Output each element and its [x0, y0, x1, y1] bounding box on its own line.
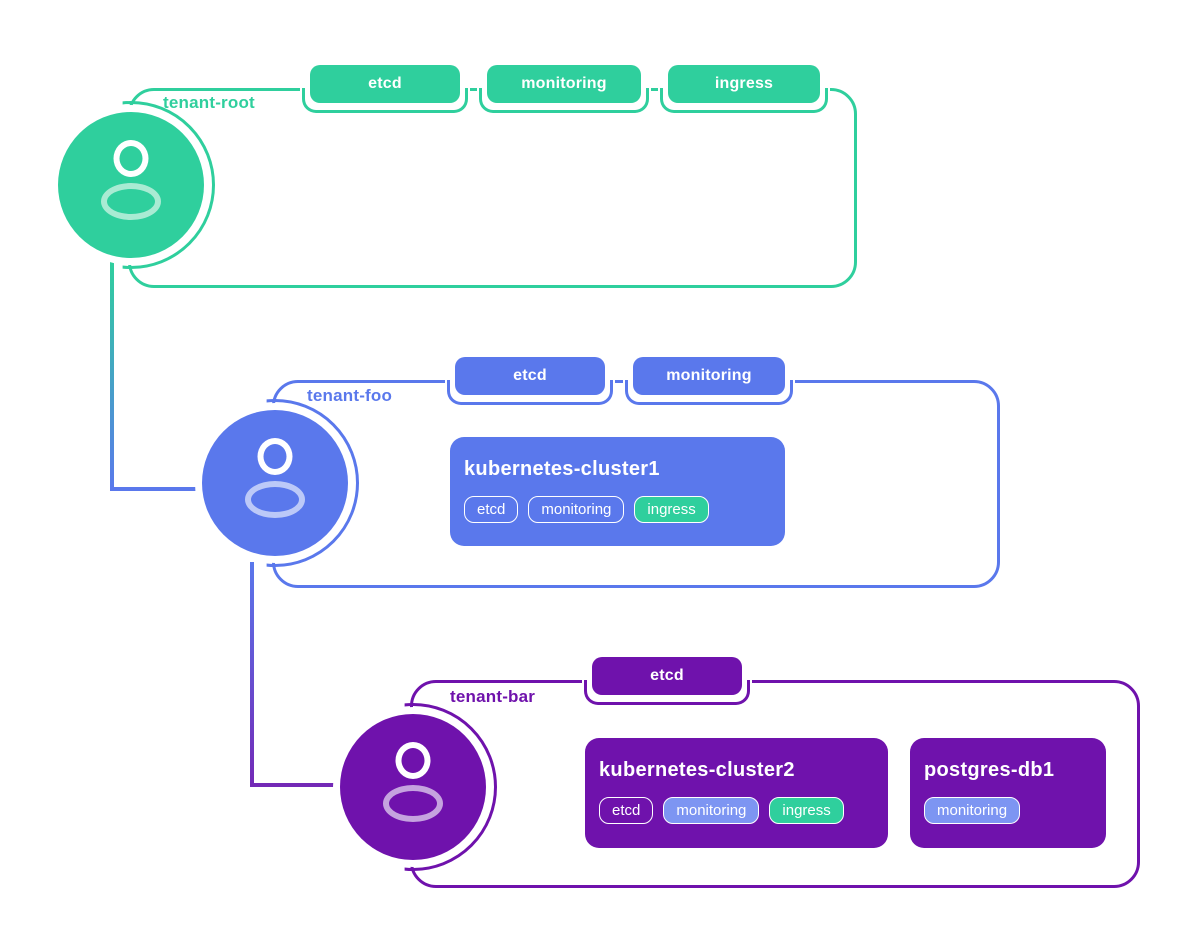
resource-tag-ingress: ingress — [634, 496, 709, 523]
resource-card-postgres-db1: postgres-db1 monitoring — [910, 738, 1106, 848]
tenant-root-user-icon — [58, 112, 204, 258]
tag-pocket — [625, 380, 793, 405]
tenant-bar-user-icon — [340, 714, 486, 860]
resource-title: kubernetes-cluster2 — [599, 759, 795, 781]
namespace-tag-monitoring: monitoring — [487, 65, 641, 103]
user-icon-head — [395, 742, 431, 779]
resource-title: kubernetes-cluster1 — [464, 458, 660, 480]
tenant-root-box — [128, 88, 857, 288]
resource-tag-monitoring: monitoring — [528, 496, 625, 523]
resource-tag-ingress: ingress — [769, 797, 844, 824]
resource-tag-monitoring: monitoring — [663, 797, 760, 824]
user-icon-head — [257, 438, 293, 475]
tag-pocket — [584, 680, 750, 705]
resource-tag-etcd: etcd — [464, 496, 519, 523]
tag-pocket — [302, 88, 468, 113]
resource-card-kubernetes-cluster2: kubernetes-cluster2 etcd monitoring ingr… — [585, 738, 888, 848]
namespace-tag-etcd: etcd — [310, 65, 460, 103]
tenant-root-label: tenant-root — [163, 93, 255, 112]
user-icon-head — [113, 140, 149, 177]
connector-foo-to-bar-horizontal — [250, 783, 350, 787]
tenant-foo-tag-slot: monitoring — [623, 357, 795, 405]
namespace-tag-ingress: ingress — [668, 65, 820, 103]
resource-card-kubernetes-cluster1: kubernetes-cluster1 etcd monitoring ingr… — [450, 437, 785, 546]
connector-foo-to-bar-vertical — [250, 562, 254, 787]
tenant-bar-tag-slot: etcd — [582, 657, 752, 705]
tenant-bar-label: tenant-bar — [450, 687, 536, 706]
connector-root-to-foo-vertical — [110, 262, 114, 491]
tenant-root-tag-slot: ingress — [658, 65, 830, 113]
tenant-root-tag-slot: etcd — [300, 65, 470, 113]
namespace-tag-etcd: etcd — [455, 357, 605, 395]
resource-tag-row: etcd monitoring ingress — [599, 797, 874, 824]
tag-pocket — [447, 380, 613, 405]
resource-tag-row: etcd monitoring ingress — [464, 496, 771, 523]
namespace-tag-monitoring: monitoring — [633, 357, 785, 395]
tag-pocket — [479, 88, 649, 113]
user-icon-torso — [245, 481, 305, 518]
namespace-tag-etcd: etcd — [592, 657, 742, 695]
resource-title: postgres-db1 — [924, 759, 1055, 781]
tag-pocket — [660, 88, 828, 113]
tenant-foo-tag-slot: etcd — [445, 357, 615, 405]
tenant-foo-user-icon — [202, 410, 348, 556]
user-icon-torso — [383, 785, 443, 822]
resource-tag-monitoring: monitoring — [924, 797, 1021, 824]
resource-tag-etcd: etcd — [599, 797, 654, 824]
tenant-foo-label: tenant-foo — [307, 386, 393, 405]
tenant-root-tag-slot: monitoring — [477, 65, 651, 113]
connector-root-to-foo-horizontal — [110, 487, 212, 491]
user-icon-torso — [101, 183, 161, 220]
resource-tag-row: monitoring — [924, 797, 1092, 824]
